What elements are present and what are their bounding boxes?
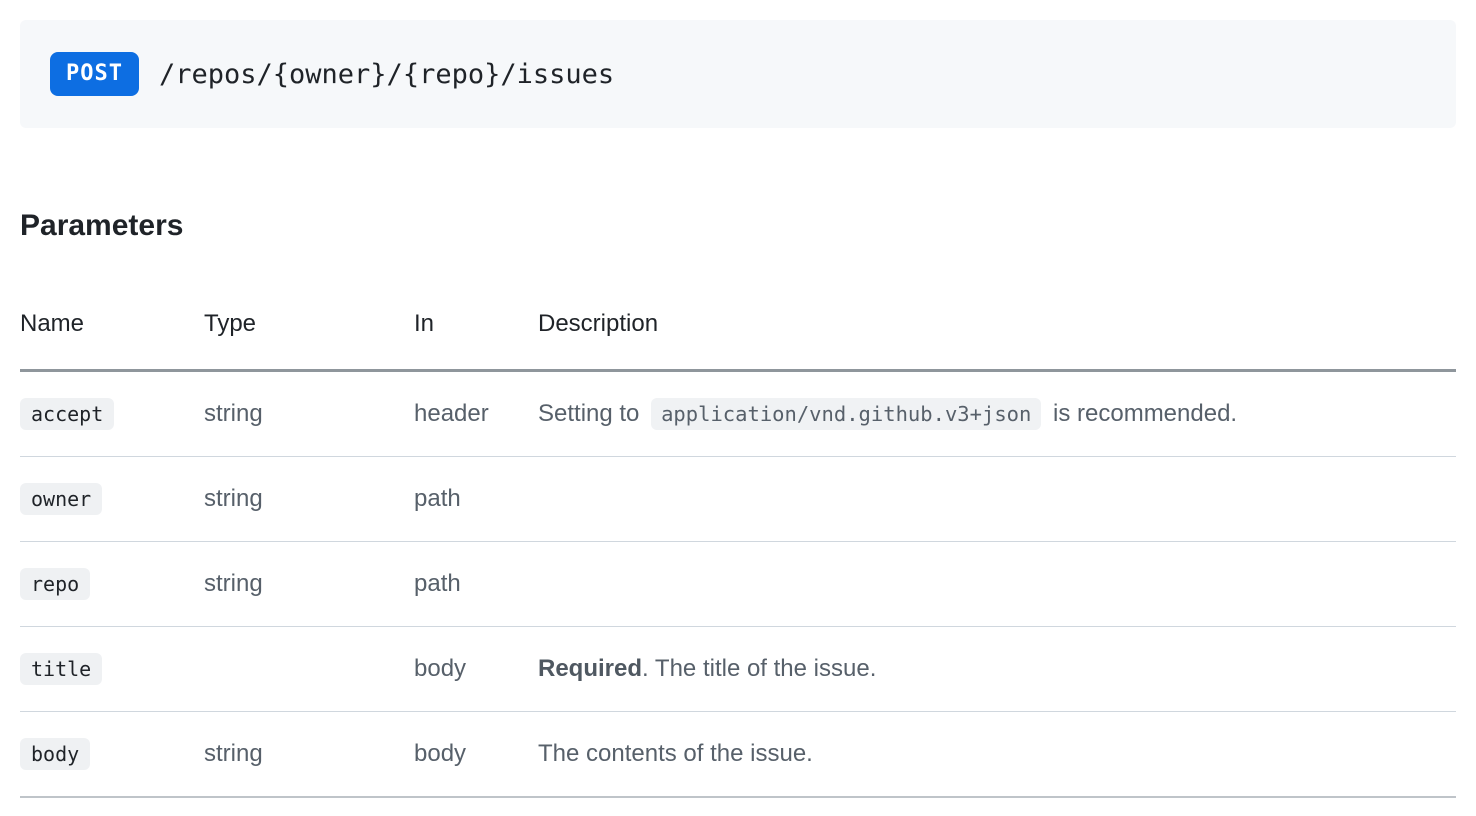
param-in: body [414,711,538,798]
column-header-name: Name [20,283,204,372]
description-text: . The title of the issue. [642,655,877,682]
required-label: Required [538,655,643,682]
column-header-in: In [414,283,538,372]
param-description [538,456,1456,542]
parameters-heading: Parameters [20,209,184,242]
param-in: path [414,456,538,542]
param-name-cell: accept [20,370,204,457]
param-name-cell: title [20,626,204,712]
param-type [204,626,414,712]
table-row: accept string header Setting to applicat… [20,370,1456,457]
column-header-description: Description [538,283,1456,372]
table-row: repo string path [20,541,1456,627]
column-header-type: Type [204,283,414,372]
description-text: The contents of the issue. [538,740,813,767]
table-row: owner string path [20,456,1456,542]
parameters-table: Name Type In Description accept string h… [20,283,1456,798]
http-method-badge: POST [50,52,139,96]
param-type: string [204,541,414,627]
param-name-chip: owner [20,483,103,515]
parameters-table-body: accept string header Setting to applicat… [20,370,1456,798]
table-row: title body Required. The title of the is… [20,626,1456,712]
endpoint-box: POST /repos/{owner}/{repo}/issues [20,20,1456,128]
inline-code: application/vnd.github.v3+json [651,398,1042,430]
param-type: string [204,711,414,798]
table-header-row: Name Type In Description [20,283,1456,372]
param-name-cell: body [20,711,204,798]
param-name-chip: repo [20,568,91,600]
param-type: string [204,456,414,542]
param-description: Required. The title of the issue. [538,626,1456,712]
table-row: body string body The contents of the iss… [20,711,1456,798]
param-name-chip: title [20,653,103,685]
param-description: The contents of the issue. [538,711,1456,798]
param-description: Setting to application/vnd.github.v3+jso… [538,370,1456,457]
description-text: is recommended. [1046,400,1238,427]
param-name-chip: body [20,738,91,770]
description-text: Setting to [538,400,647,427]
param-name-cell: repo [20,541,204,627]
param-name-chip: accept [20,398,115,430]
param-in: body [414,626,538,712]
param-description [538,541,1456,627]
param-name-cell: owner [20,456,204,542]
param-in: path [414,541,538,627]
endpoint-path: /repos/{owner}/{repo}/issues [158,58,615,90]
param-type: string [204,370,414,457]
param-in: header [414,370,538,457]
